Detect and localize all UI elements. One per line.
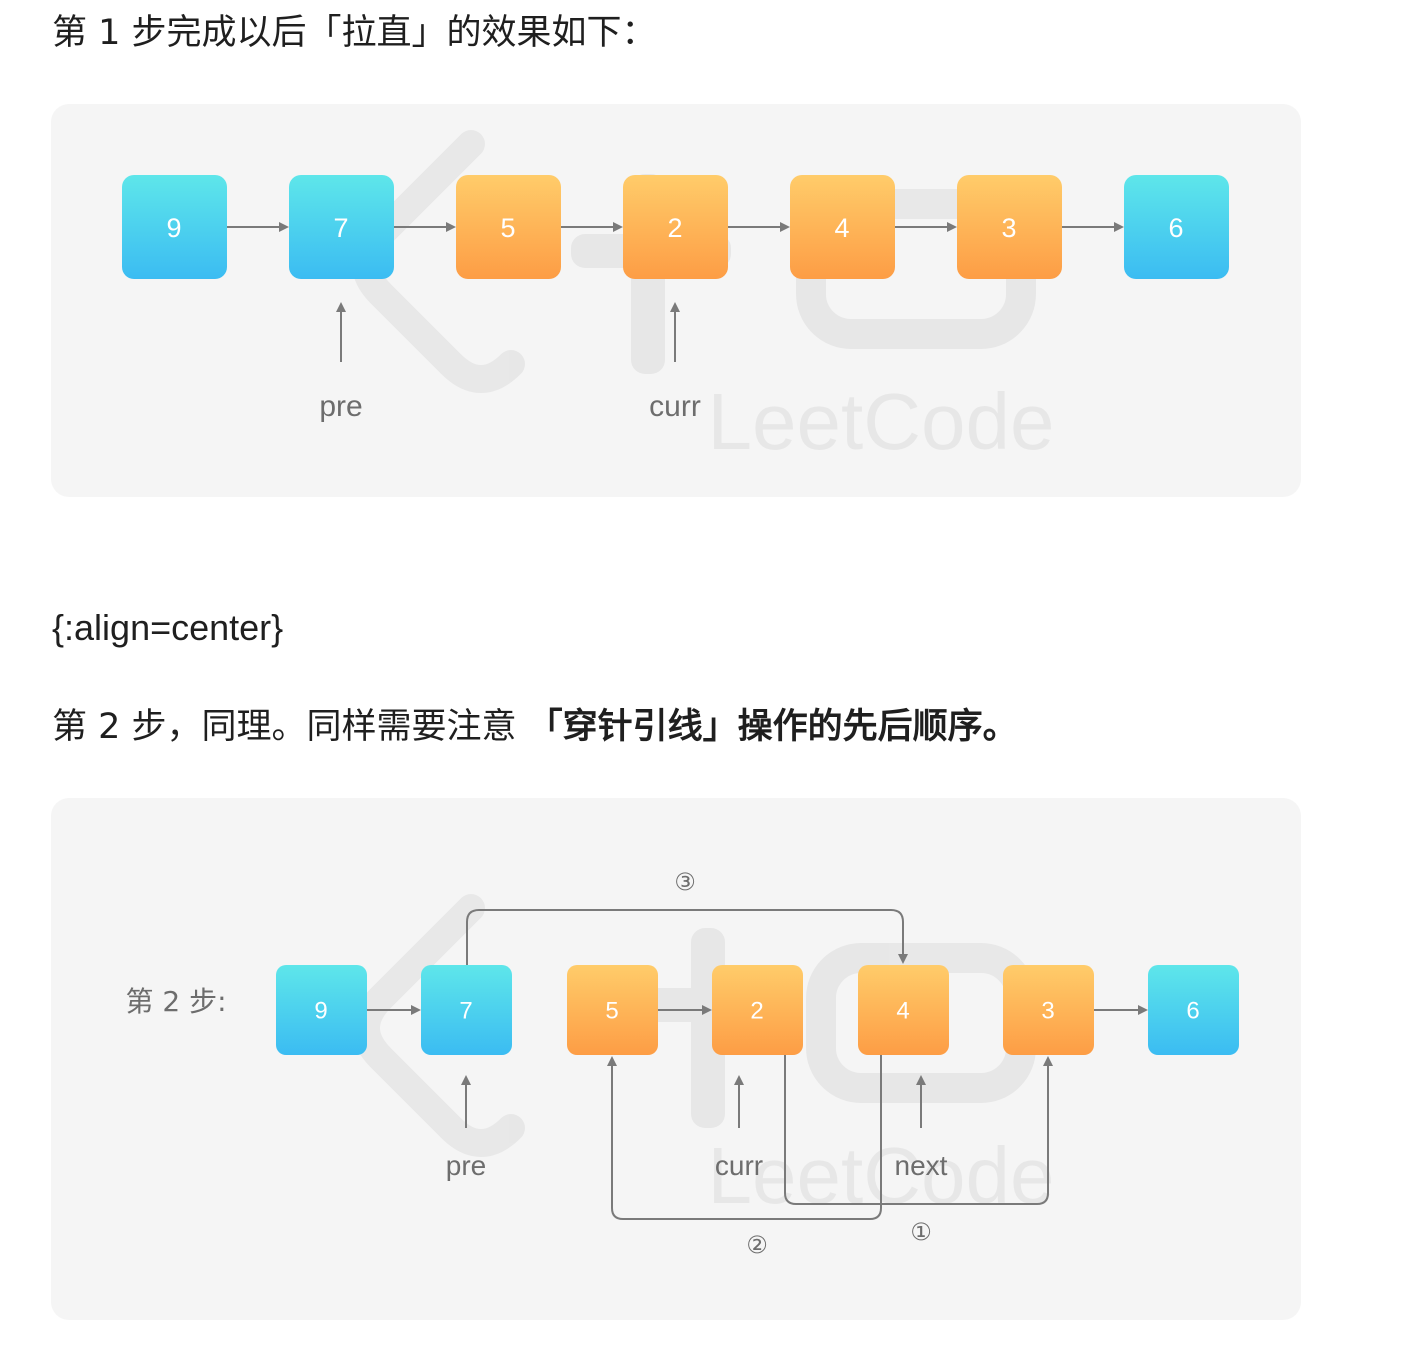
node-value: 2 [667,213,682,243]
node-value: 9 [166,213,181,243]
step2-link [607,1055,882,1220]
node-value: 5 [605,998,618,1025]
curr-label: curr [715,1150,763,1181]
node-value: 7 [333,213,348,243]
node-value: 9 [314,998,327,1025]
svg-text:LeetCode: LeetCode [708,377,1055,466]
node-value: 6 [1186,998,1199,1025]
node-box [712,965,803,1055]
diagram-step2: LeetCode 第 2 步: ③ ② ① 9 7 5 2 4 3 [51,798,1301,1320]
node-value: 4 [896,998,909,1025]
step1-caption: 第 1 步完成以后「拉直」的效果如下： [52,13,657,53]
node-box [122,175,227,279]
node-value: 2 [750,998,763,1025]
node-value: 6 [1168,213,1183,243]
node-box [289,175,394,279]
step1-mark: ① [910,1218,932,1246]
step3-mark: ③ [674,868,696,896]
align-directive: {:align=center} [52,607,284,648]
step1-link [784,1055,1053,1205]
node-list: 9 7 5 2 4 3 6 [122,175,1229,279]
node-value: 3 [1001,213,1016,243]
pre-label: pre [319,390,362,423]
step-label: 第 2 步: [125,985,226,1018]
diagram-step1: LeetCode 9 7 5 2 4 3 6 [51,104,1301,497]
node-box [957,175,1062,279]
node-value: 5 [500,213,515,243]
step3-link [466,909,908,965]
node-value: 3 [1041,998,1054,1025]
node-box [623,175,728,279]
node-list: 9 7 5 2 4 3 6 [276,965,1239,1055]
node-box [567,965,658,1055]
diagram-step1-svg: LeetCode 9 7 5 2 4 3 6 [122,130,1229,466]
step2-mark: ② [746,1231,768,1259]
node-box [1148,965,1239,1055]
node-box [421,965,512,1055]
node-value: 7 [459,998,472,1025]
next-label: next [895,1150,948,1181]
node-box [1003,965,1094,1055]
node-box [1124,175,1229,279]
step2-caption-emphasis: 「穿针引线」操作的先后顺序。 [527,707,1018,747]
node-value: 4 [834,213,849,243]
node-box [790,175,895,279]
curr-label: curr [649,390,701,423]
pre-label: pre [446,1150,486,1181]
diagram-step2-svg: LeetCode 第 2 步: ③ ② ① 9 7 5 2 4 3 [125,868,1239,1259]
step2-caption-text: 第 2 步，同理。同样需要注意 [52,707,528,747]
node-box [456,175,561,279]
step2-caption: 第 2 步，同理。同样需要注意 「穿针引线」操作的先后顺序。 [52,710,1018,745]
node-box [858,965,949,1055]
node-box [276,965,367,1055]
